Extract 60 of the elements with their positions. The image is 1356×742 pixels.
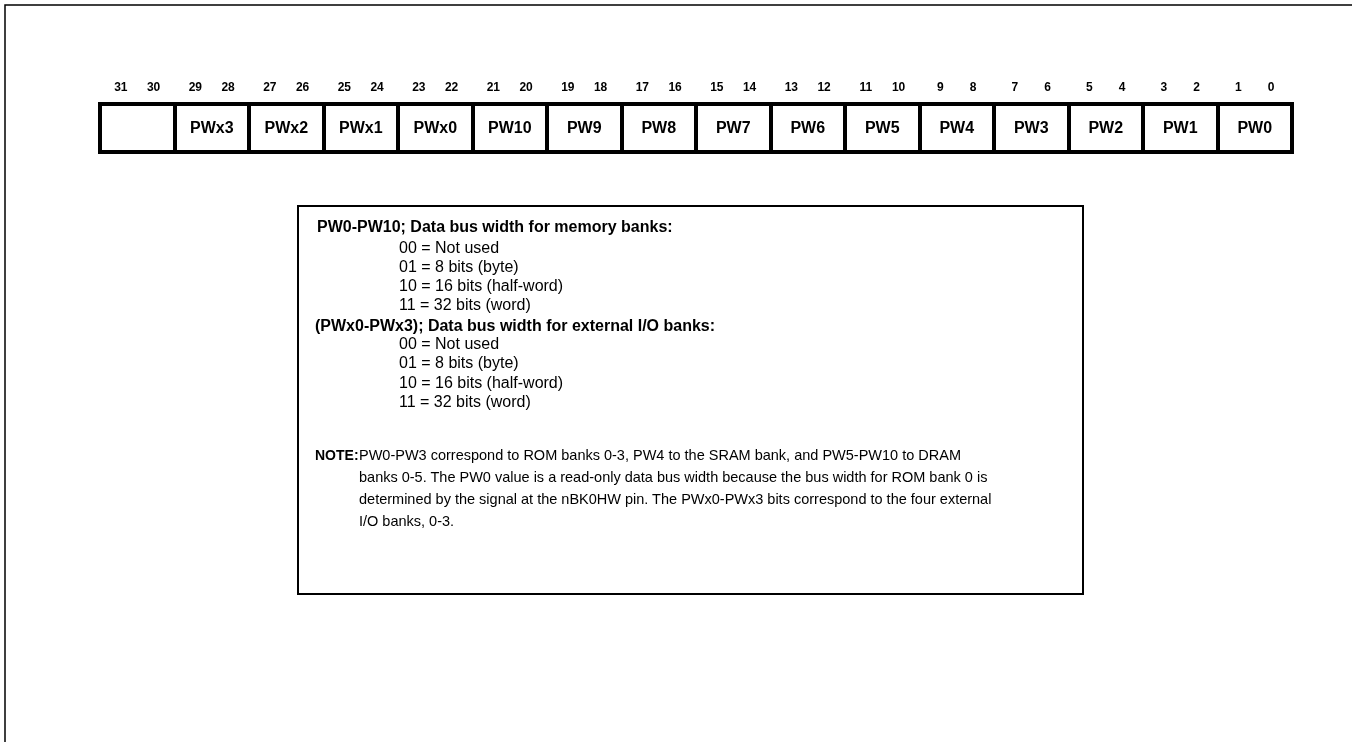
value-line: 11 = 32 bits (word)	[399, 393, 531, 411]
field-name: PW1	[1162, 119, 1198, 137]
bit-number: 8	[968, 80, 978, 94]
description-panel	[297, 205, 1084, 595]
bit-number: 21	[485, 80, 502, 94]
bit-number: 24	[369, 80, 385, 94]
bit-number: 20	[518, 80, 534, 94]
bit-number: 11	[858, 80, 874, 94]
field-name: PWx0	[413, 119, 458, 137]
value-line: 01 = 8 bits (byte)	[399, 354, 519, 372]
note-label: NOTE:	[315, 446, 359, 465]
bit-number: 26	[294, 80, 311, 94]
field-name: PW10	[487, 119, 532, 137]
field-name: PW8	[641, 119, 677, 137]
bit-number: 0	[1266, 80, 1276, 94]
field-name: PW0	[1237, 119, 1273, 137]
bit-number: 25	[336, 80, 353, 94]
bit-number: 29	[187, 80, 204, 94]
field-name: PW2	[1088, 119, 1124, 137]
field-name: PWx2	[264, 119, 309, 137]
bit-number: 4	[1117, 80, 1127, 94]
bit-number: 15	[709, 80, 725, 94]
value-line: 11 = 32 bits (word)	[399, 296, 531, 314]
bit-number: 13	[783, 80, 800, 94]
field-name: PW4	[939, 119, 975, 137]
field-name: PW3	[1013, 119, 1049, 137]
bit-number: 7	[1010, 80, 1020, 94]
bit-number: 27	[262, 80, 278, 94]
bit-number: 10	[890, 80, 907, 94]
value-line: 10 = 16 bits (half-word)	[399, 277, 564, 295]
bit-number: 28	[220, 80, 236, 94]
bit-number: 31	[113, 80, 129, 94]
value-line: 00 = Not used	[399, 335, 500, 353]
bit-number: 30	[145, 80, 162, 94]
bit-number: 14	[741, 80, 758, 94]
value-line: 01 = 8 bits (byte)	[399, 258, 519, 276]
note-text: PW0-PW3 correspond to ROM banks 0-3, PW4 to the SRAM bank, and PW5-PW10 to DRAM banks 0-5. The PW0 value is a read-only data bus width because the bus width for ROM bank 0 is determined by the signal at the nBK0HW pin. The PWx0-PWx3 bits correspond to the four external I/O banks, 0-3.	[359, 446, 993, 531]
bit-number: 12	[816, 80, 832, 94]
bit-number: 3	[1159, 80, 1169, 94]
bit-number: 19	[560, 80, 576, 94]
bit-number: 22	[443, 80, 460, 94]
value-line: 10 = 16 bits (half-word)	[399, 374, 564, 392]
bit-number: 18	[592, 80, 609, 94]
bit-number: 5	[1085, 80, 1094, 94]
bit-number: 1	[1234, 80, 1243, 94]
field-name: PW9	[566, 119, 602, 137]
field-name: PW7	[715, 119, 751, 137]
section-heading: PW0-PW10; Data bus width for memory banks:	[317, 218, 673, 236]
field-name: PW6	[790, 119, 826, 137]
bit-number: 16	[667, 80, 683, 94]
bit-number: 2	[1192, 80, 1201, 94]
bit-number: 6	[1043, 80, 1052, 94]
value-line: 00 = Not used	[399, 239, 500, 257]
field-name: PWx1	[338, 119, 383, 137]
section-heading: (PWx0-PWx3); Data bus width for external I/O banks:	[315, 317, 716, 335]
bit-number: 9	[936, 80, 945, 94]
bit-number: 23	[411, 80, 427, 94]
field-name: PW5	[864, 119, 900, 137]
bit-number: 17	[634, 80, 651, 94]
field-name: PWx3	[189, 119, 234, 137]
